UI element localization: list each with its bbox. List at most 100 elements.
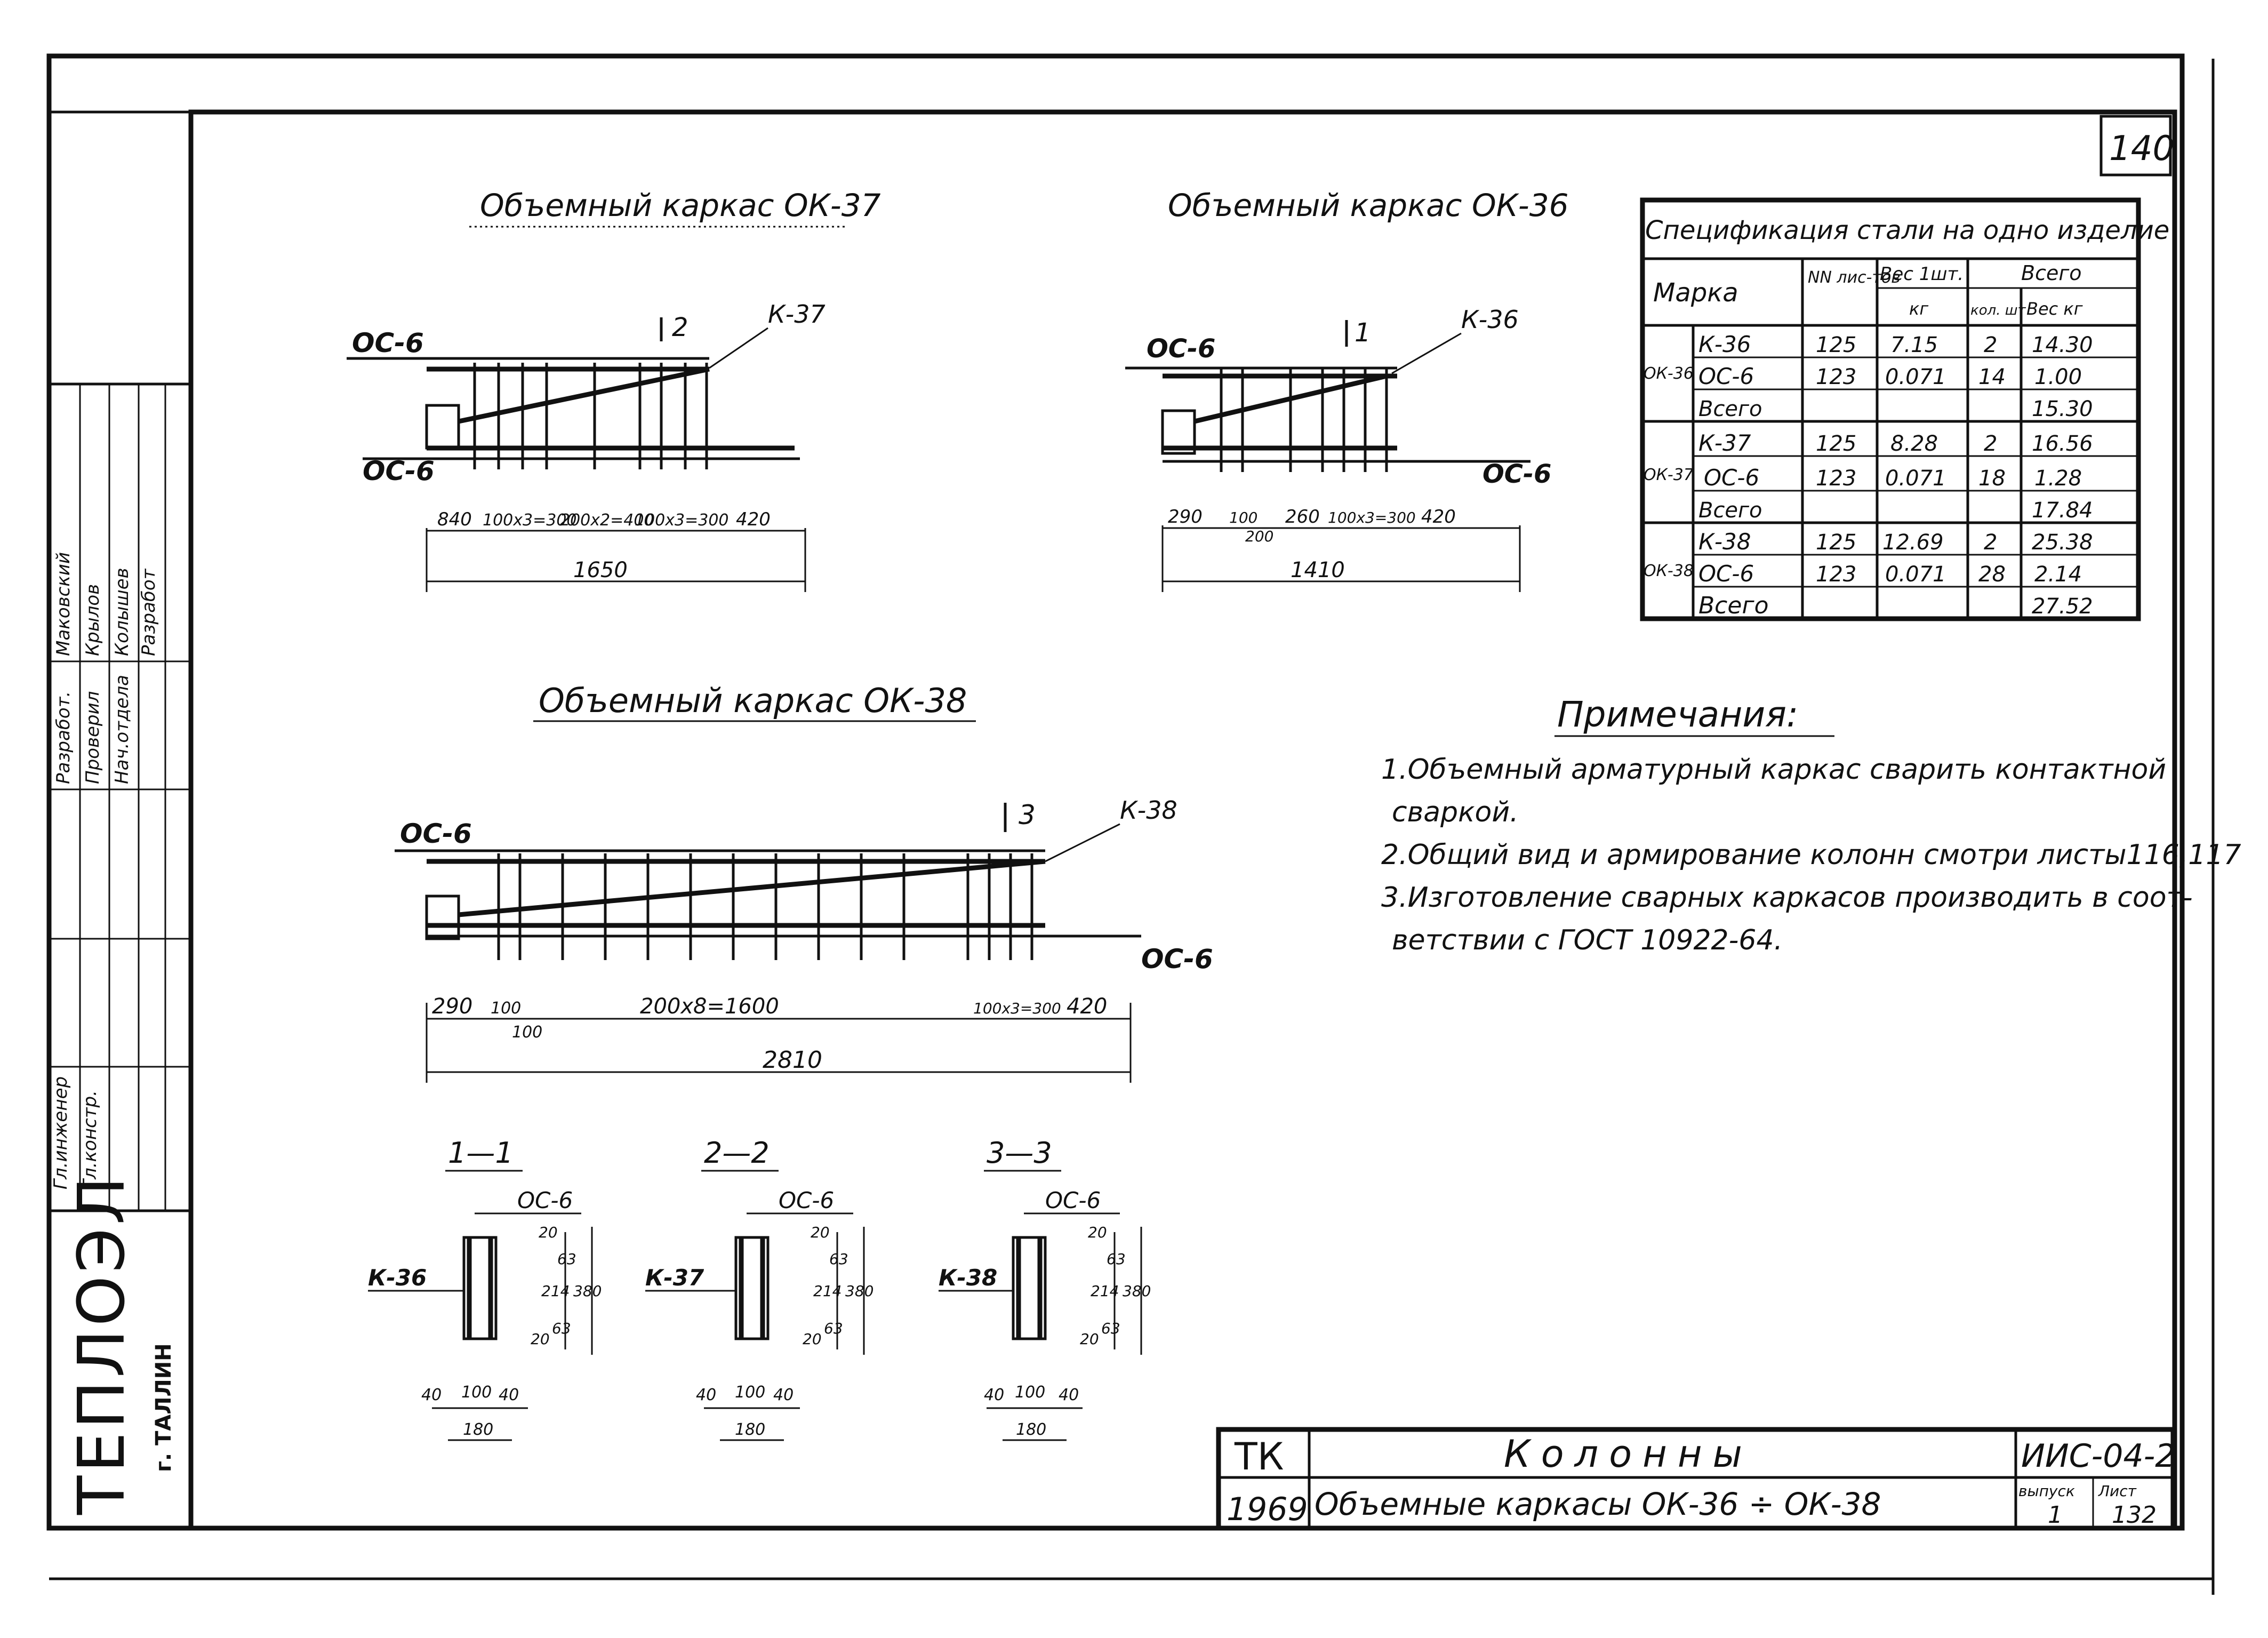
- spec-g3-r2-mark: ОС-6: [1698, 561, 1754, 587]
- spec-g3-r2-unit: 0.071: [1885, 562, 1946, 587]
- section-3-dh-1: 40: [984, 1386, 1004, 1404]
- spec-g1-r1-unit: 7.15: [1890, 333, 1938, 357]
- stamp-role-4: Проверил: [82, 691, 103, 784]
- spec-g3-r2-qty: 28: [1978, 562, 2006, 587]
- spec-g3-r2-weight: 2.14: [2034, 562, 2082, 587]
- stamp-name-3: Колышев: [111, 568, 133, 656]
- section-1-frame: К-36: [368, 1265, 427, 1291]
- spec-g3-r1-weight: 25.38: [2032, 530, 2093, 555]
- side-stamp: Гл.инженер Гл.констр. Разработ. Проверил…: [49, 382, 191, 1515]
- spec-g3-r1-qty: 2: [1984, 530, 1997, 555]
- section-3-dv-3: 63: [1107, 1250, 1126, 1268]
- section-1-dv-6: 63: [552, 1320, 571, 1337]
- spec-g1-r1-qty: 2: [1984, 333, 1997, 357]
- section-2-dh-3: 40: [773, 1386, 794, 1404]
- spec-g3-r1-sheet: 125: [1816, 530, 1856, 555]
- section-2-bar: ОС-6: [779, 1187, 834, 1213]
- ok37-section-mark: 2: [672, 313, 688, 342]
- sheet-number-box: 140: [2099, 115, 2174, 177]
- ok36-dim-3: 260: [1285, 506, 1320, 528]
- section-1-width: 180: [463, 1420, 493, 1439]
- spec-g1-r2-mark: ОС-6: [1698, 363, 1754, 389]
- ok36-top-bar-label: ОС-6: [1147, 334, 1215, 364]
- section-3-dv-5: 20: [1080, 1330, 1099, 1348]
- section-2-title: 2—2: [704, 1136, 770, 1170]
- spec-group-1: ОК-36: [1644, 364, 1694, 383]
- spec-g1-r3-weight: 15.30: [2032, 397, 2093, 421]
- title-year: 1969: [1227, 1491, 1308, 1528]
- ok38-frame-label: К-38: [1120, 796, 1177, 825]
- title-name: Колонны: [1504, 1432, 1753, 1476]
- stamp-role-1: Гл.инженер: [50, 1076, 71, 1189]
- stamp-name-4: Разработ: [138, 568, 159, 656]
- spec-g1-r2-sheet: 123: [1816, 365, 1856, 389]
- section-1-dv-4: 380: [573, 1282, 602, 1300]
- spec-g3-r1-mark: К-38: [1698, 529, 1751, 555]
- ok37-dim-5: 420: [736, 509, 771, 530]
- ok37-overall: 1650: [573, 558, 628, 582]
- notes-line-1: 1.Объемный арматурный каркас сварить кон…: [1381, 754, 2166, 786]
- ok38-dim-5: 420: [1067, 994, 1107, 1019]
- spec-h-qty: кол. шт: [1970, 302, 2026, 318]
- ok37-frame-label: К-37: [768, 300, 826, 329]
- section-3-dv-6: 63: [1101, 1320, 1120, 1337]
- ok38-section-mark: 3: [1019, 800, 1036, 830]
- ok36-title: Объемный каркас ОК-36: [1168, 187, 1569, 223]
- section-2-frame: К-37: [645, 1265, 704, 1291]
- section-1-title: 1—1: [448, 1136, 514, 1170]
- title-sheet: 132: [2112, 1501, 2157, 1529]
- spec-g1-r2-unit: 0.071: [1885, 365, 1946, 389]
- ok38-dim-4: 100х3=300: [973, 1000, 1061, 1017]
- spec-g1-r1-mark: К-36: [1698, 331, 1751, 357]
- spec-g2-r2-unit: 0.071: [1885, 466, 1946, 491]
- notes-line-3: 2.Общий вид и армирование колонн смотри …: [1381, 839, 2241, 871]
- section-3-title: 3—3: [987, 1136, 1052, 1170]
- title-sheet-label: Лист: [2098, 1482, 2137, 1500]
- sheet-frame: [46, 53, 2215, 1595]
- spec-g2-r1-mark: К-37: [1698, 430, 1751, 456]
- spec-g1-r2-weight: 1.00: [2034, 365, 2082, 389]
- section-1-1: 1—1 ОС-6 К-36 20 214 63 380 20 63 40 100…: [368, 1136, 602, 1441]
- drawing-ok37: Объемный каркас ОК-37 ОС-6 К-37 2 ОС-6 8…: [347, 187, 881, 592]
- section-1-dh-3: 40: [499, 1386, 519, 1404]
- spec-g2-r2-weight: 1.28: [2034, 466, 2082, 491]
- spec-g1-r3-mark: Всего: [1698, 397, 1762, 421]
- spec-g2-r2-mark: ОС-6: [1704, 465, 1759, 491]
- section-1-bar: ОС-6: [517, 1187, 573, 1213]
- ok37-dim-1: 840: [437, 509, 472, 530]
- stamp-role-2: Гл.констр.: [79, 1090, 101, 1189]
- spec-g2-r1-unit: 8.28: [1890, 432, 1938, 456]
- stamp-city: г. ТАЛЛИН: [151, 1343, 176, 1472]
- spec-table: Спецификация стали на одно изделие Марка…: [1640, 197, 2169, 621]
- spec-g2-r2-sheet: 123: [1816, 466, 1856, 491]
- ok36-dim-2: 100: [1229, 509, 1257, 526]
- ok38-bottom-bar-label: ОС-6: [1141, 944, 1213, 974]
- spec-g2-r1-qty: 2: [1984, 432, 1997, 456]
- stamp-name-1: Маковский: [53, 552, 74, 656]
- notes-title: Примечания:: [1557, 694, 1798, 735]
- ok38-dim-3: 200х8=1600: [640, 994, 779, 1019]
- title-issue-label: выпуск: [2018, 1482, 2075, 1500]
- section-2-dh-1: 40: [696, 1386, 716, 1404]
- title-subtitle: Объемные каркасы ОК-36 ÷ ОК-38: [1315, 1486, 1881, 1522]
- spec-h-mark: Марка: [1653, 278, 1738, 308]
- ok36-frame-label: К-36: [1461, 305, 1519, 334]
- ok38-dim-1: 290: [432, 994, 472, 1019]
- section-3-3: 3—3 ОС-6 К-38 20 214 63 380 20 63 40 100…: [939, 1136, 1151, 1441]
- title-code: ИИС-04-2: [2021, 1437, 2175, 1475]
- ok37-top-bar-label: ОС-6: [352, 327, 424, 358]
- spec-h-weight: Вес кг: [2026, 299, 2083, 319]
- section-1-dh-2: 100: [461, 1383, 492, 1402]
- section-1-dh-1: 40: [421, 1386, 442, 1404]
- spec-g3-r1-unit: 12.69: [1882, 530, 1944, 555]
- ok37-stirrups: [473, 363, 708, 469]
- notes-line-5: ветствии с ГОСТ 10922-64.: [1392, 924, 1783, 956]
- ok36-dim-4: 100х3=300: [1328, 509, 1416, 526]
- ok38-overall: 2810: [763, 1046, 822, 1074]
- spec-h-unit-sub: кг: [1909, 299, 1928, 319]
- notes: Примечания: 1.Объемный арматурный каркас…: [1381, 694, 2241, 956]
- spec-title: Спецификация стали на одно изделие: [1645, 215, 2169, 245]
- section-2-width: 180: [735, 1420, 765, 1439]
- section-1-dv-3: 63: [557, 1250, 576, 1268]
- spec-group-3: ОК-38: [1644, 562, 1694, 580]
